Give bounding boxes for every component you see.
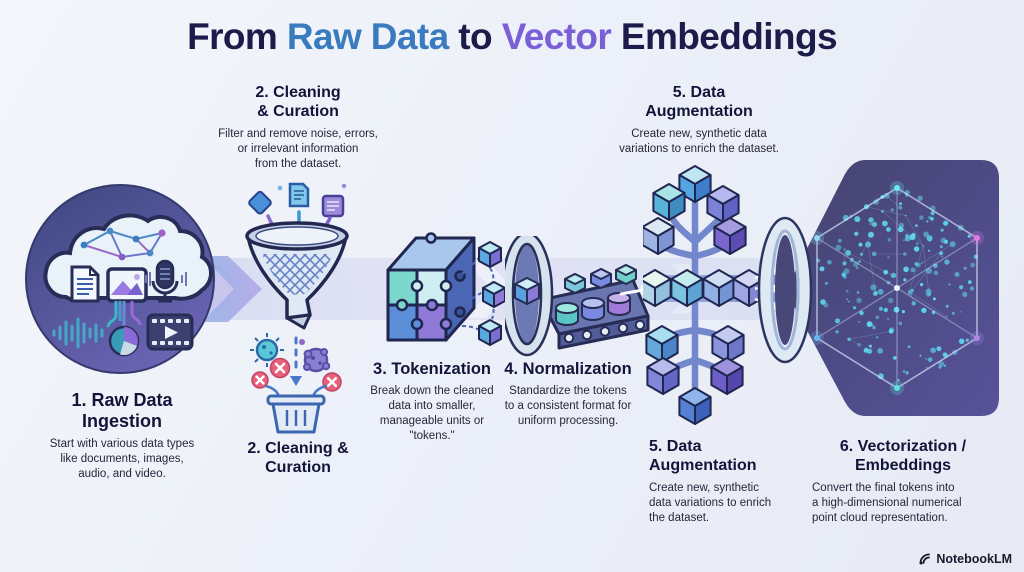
raw-data-ingestion-illustration: [24, 183, 216, 380]
falling-data-items: [248, 182, 347, 218]
stage5-bottom-description: Create new, synthetic data variations to…: [649, 481, 772, 524]
token-hexagon-icon: [706, 185, 740, 223]
stage3-description: Break down the cleaned data into smaller…: [370, 385, 494, 443]
stage5-bottom-label-block: 5. Data Augmentation Create new, synthet…: [649, 438, 789, 526]
stage4-description: Standardize the tokens to a consistent f…: [504, 385, 632, 428]
token-cylinder-icon: [555, 292, 631, 326]
noise-germ-icon: [250, 333, 284, 367]
normalization-illustration: [500, 231, 650, 363]
stage3-heading: 3. Tokenization: [373, 360, 491, 378]
portal-ring-icon: [755, 215, 815, 370]
network-graph-icon: [80, 227, 166, 261]
page-title: From Raw Data to Vector Embeddings: [0, 16, 1024, 58]
error-x-icon: [269, 357, 291, 379]
stage4-heading: 4. Normalization: [504, 360, 632, 378]
token-hexagon-icon: [646, 357, 680, 395]
rejected-noise-items: [250, 333, 342, 392]
stage5-top-label-block: 5. Data Augmentation Create new, synthet…: [603, 84, 795, 157]
token-hexagon-icon: [564, 264, 637, 294]
token-hexagon-icon: [713, 217, 747, 255]
stage2-heading: 2. Cleaning & Curation: [255, 84, 341, 120]
stage6-label-block: 6. Vectorization / Embeddings Convert th…: [812, 438, 994, 526]
stage2-bottom-label-block: 2. Cleaning & Curation: [203, 440, 393, 483]
vectorization-illustration: [785, 148, 1017, 431]
stage6-description: Convert the final tokens into a high-dim…: [812, 481, 962, 524]
connector-wires: [106, 301, 142, 328]
token-hexagon-icon: [702, 269, 736, 307]
stage5-bottom-heading: 5. Data Augmentation: [649, 438, 757, 474]
stage1-heading: 1. Raw Data Ingestion: [71, 390, 173, 432]
notebooklm-logo-icon: [919, 553, 931, 565]
stage5-heading: 5. Data Augmentation: [645, 84, 753, 120]
stage4-label-block: 4. Normalization Standardize the tokens …: [497, 360, 639, 429]
stage2-bottom-heading: 2. Cleaning & Curation: [247, 440, 349, 476]
data-augmentation-illustration: [638, 162, 781, 435]
title-segment-raw-data: Raw Data: [286, 16, 449, 57]
title-segment-embeddings: Embeddings: [611, 16, 838, 57]
branding-footer: NotebookLM: [918, 552, 1012, 566]
token-cube-icon: [482, 281, 506, 308]
band-chevron-icon: [202, 256, 262, 322]
document-icon: [70, 265, 100, 303]
title-segment-from: From: [187, 16, 287, 57]
stage1-label-block: 1. Raw Data Ingestion Start with various…: [22, 390, 222, 482]
token-hexagon-group: [638, 165, 766, 425]
cleaning-curation-illustration: [240, 180, 360, 441]
title-segment-vector: Vector: [501, 16, 612, 57]
funnel-icon: [245, 221, 349, 330]
token-cube-icon: [478, 319, 502, 346]
token-hexagon-icon: [710, 357, 744, 395]
stage6-heading: 6. Vectorization / Embeddings: [839, 438, 967, 474]
stage2-top-label-block: 2. Cleaning & Curation Filter and remove…: [198, 84, 398, 172]
play-icon: [165, 326, 178, 339]
waveform-icon: [52, 317, 104, 349]
stage2-description: Filter and remove noise, errors, or irre…: [218, 127, 378, 170]
stage5-description: Create new, synthetic data variations to…: [619, 127, 779, 155]
microphone-icon: [145, 259, 187, 303]
stage1-description: Start with various data types like docum…: [49, 438, 195, 481]
point-cloud: [816, 189, 978, 382]
tokenization-illustration: [382, 224, 507, 361]
entering-cube-icon: [514, 277, 540, 305]
token-hexagon-icon: [711, 325, 745, 363]
token-hexagon-icon: [678, 387, 712, 425]
token-hexagon-icon: [641, 217, 675, 255]
token-hexagon-icon: [670, 269, 704, 307]
title-segment-to: to: [448, 16, 502, 57]
token-hexagon-icon: [645, 325, 679, 363]
branding-label: NotebookLM: [936, 552, 1012, 566]
token-hexagon-icon: [652, 183, 686, 221]
token-cube-icon: [478, 241, 502, 268]
pie-chart-icon: [108, 325, 140, 357]
noise-blob-icon: [303, 347, 331, 373]
stage3-label-block: 3. Tokenization Break down the cleaned d…: [358, 360, 506, 444]
video-icon: [146, 313, 194, 351]
trash-can-icon: [264, 384, 328, 434]
image-icon: [106, 267, 148, 303]
error-x-icon: [322, 372, 342, 392]
error-x-icon: [251, 371, 269, 389]
puzzle-cube-icon: [386, 232, 476, 342]
